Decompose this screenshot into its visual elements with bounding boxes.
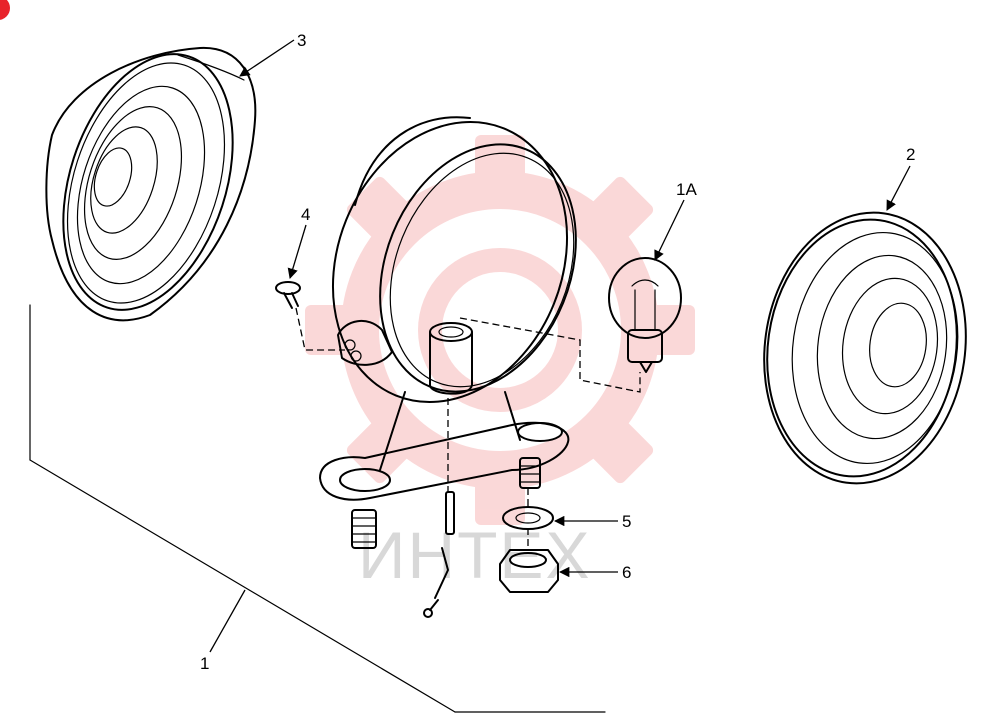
part-4-screw bbox=[275, 281, 301, 309]
callout-6: 6 bbox=[622, 563, 631, 582]
corner-mark bbox=[0, 0, 10, 20]
callout-4: 4 bbox=[301, 205, 310, 224]
assembly-bracket bbox=[29, 304, 606, 713]
callout-1a: 1A bbox=[676, 180, 697, 199]
part-6-nut bbox=[499, 549, 559, 593]
leader-lines bbox=[209, 39, 911, 653]
callout-1: 1 bbox=[200, 654, 209, 673]
callout-2: 2 bbox=[906, 145, 915, 164]
callout-5: 5 bbox=[622, 512, 631, 531]
callout-3: 3 bbox=[297, 31, 306, 50]
part-2-lens bbox=[763, 211, 967, 485]
wire-lead bbox=[423, 491, 455, 618]
part-3-lens bbox=[45, 46, 257, 322]
assembly-lines bbox=[295, 307, 641, 550]
part-1a-bulb bbox=[608, 257, 682, 373]
lamp-housing bbox=[319, 116, 577, 549]
